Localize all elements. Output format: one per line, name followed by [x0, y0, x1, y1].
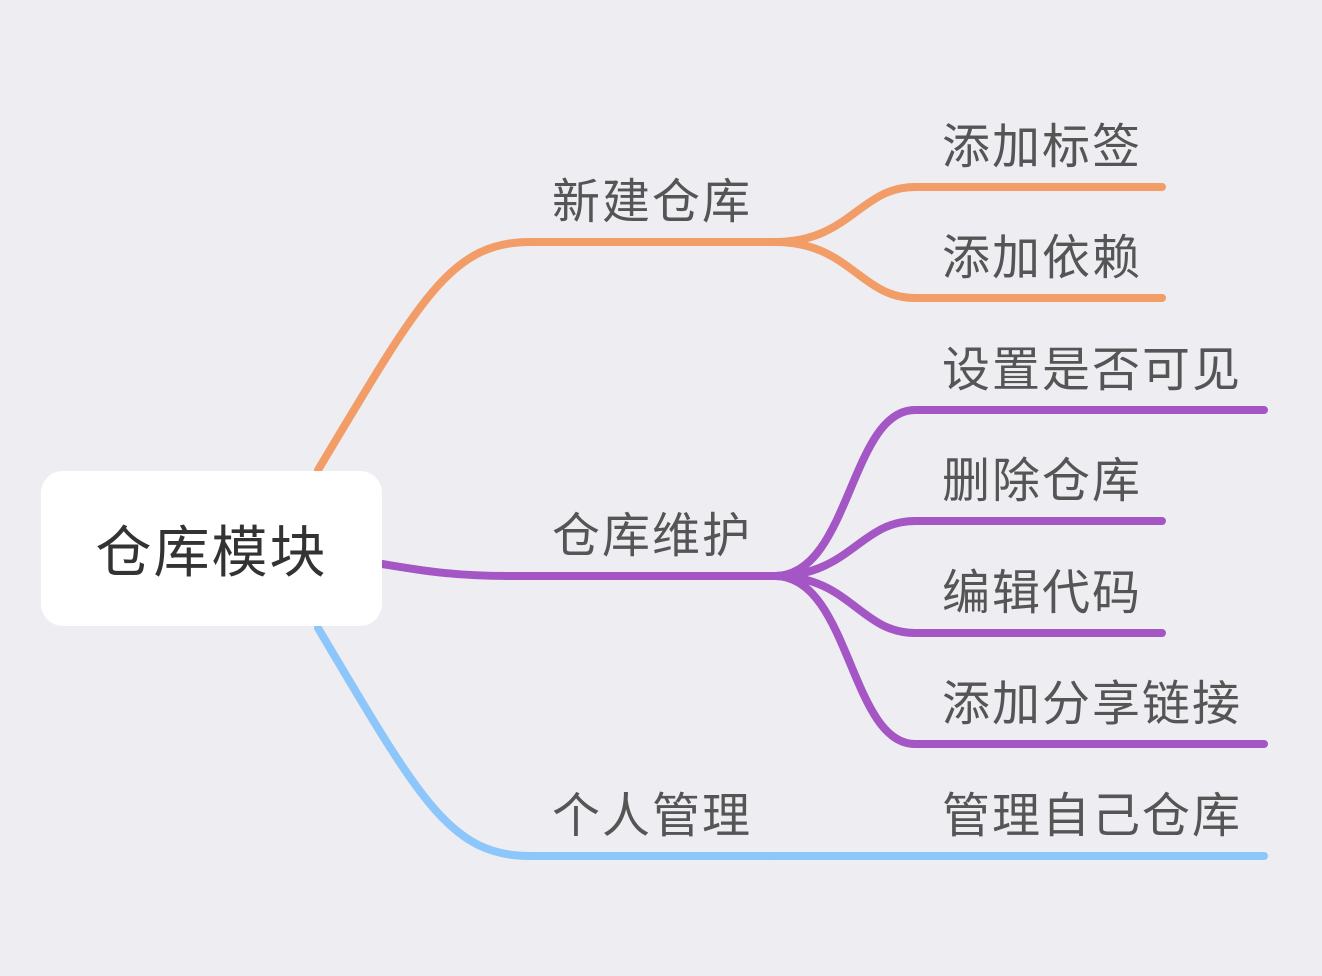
- connector-branch-2-to-leaf-1: [771, 406, 1268, 580]
- connector-branch-1-to-leaf-1: [771, 183, 1166, 246]
- connector-branch-2-to-leaf-3: [771, 572, 1166, 637]
- branch-node-personal-management[interactable]: 个人管理: [552, 788, 753, 844]
- leaf-node-add-share-link[interactable]: 添加分享链接: [942, 676, 1243, 732]
- leaf-node-edit-code[interactable]: 编辑代码: [942, 565, 1143, 621]
- connector-branch-1-to-leaf-2: [771, 238, 1166, 302]
- connector-root-to-branch-3: [314, 624, 779, 860]
- leaf-node-add-dependencies[interactable]: 添加依赖: [942, 230, 1143, 286]
- leaf-node-manage-own-repos[interactable]: 管理自己仓库: [942, 788, 1243, 844]
- branch-node-new-repo[interactable]: 新建仓库: [552, 174, 753, 230]
- branch-node-repo-maintenance[interactable]: 仓库维护: [552, 508, 753, 564]
- leaf-node-add-tags[interactable]: 添加标签: [942, 119, 1143, 175]
- connector-branch-2-to-leaf-4: [771, 572, 1268, 748]
- leaf-node-delete-repo[interactable]: 删除仓库: [942, 453, 1143, 509]
- connector-branch-2-to-leaf-2: [771, 517, 1166, 580]
- root-node-label: 仓库模块: [95, 521, 328, 586]
- leaf-node-set-visibility[interactable]: 设置是否可见: [942, 342, 1243, 398]
- connector-root-to-branch-2: [378, 560, 779, 580]
- connector-root-to-branch-1: [314, 238, 779, 474]
- root-node[interactable]: 仓库模块: [41, 471, 382, 626]
